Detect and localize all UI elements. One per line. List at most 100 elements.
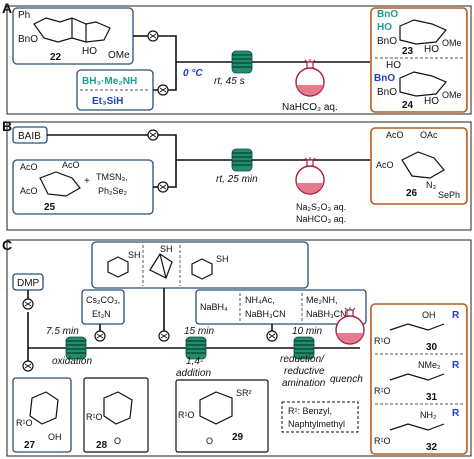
panel-b-frame <box>6 121 472 231</box>
legend-box <box>281 401 359 433</box>
sh-1: SH <box>128 250 141 260</box>
pump-b1 <box>147 129 159 141</box>
quench-b2: NaHCO₃ aq. <box>296 214 346 224</box>
pump-c1 <box>22 298 34 310</box>
ph2se2: Ph₂Se₂ <box>98 186 128 196</box>
aco-25a: AcO <box>20 162 38 172</box>
oh-27: OH <box>48 432 62 442</box>
r1o-32: R¹O <box>374 436 391 446</box>
molecule-25 <box>39 171 81 197</box>
bno-label: BnO <box>18 34 38 45</box>
ome-label: OMe <box>108 50 130 61</box>
bno-23a: BnO <box>377 9 398 20</box>
base-cs2co3: Cs₂CO₃, <box>86 295 120 305</box>
panel-a-frame <box>6 5 472 115</box>
red-nh4ac: NH₄Ac, <box>245 295 275 305</box>
reactor-coil-a <box>231 50 253 74</box>
quench-b1: Na₂S₂O₃ aq. <box>296 202 346 212</box>
n3-26: N₃ <box>426 180 436 190</box>
plus-sign: + <box>84 176 90 187</box>
thiol-adamantane <box>149 253 173 279</box>
legend-1: R¹: Benzyl, <box>288 406 332 416</box>
reactor-coil-b <box>231 148 253 172</box>
bno-24b: BnO <box>377 87 397 98</box>
quench-a: NaHCO₃ aq. <box>282 102 338 113</box>
compound-28-label: 28 <box>96 440 108 451</box>
ome-23: OMe <box>442 38 462 48</box>
panel-b: B BAIB AcO AcO AcO 25 + TMSN₃, Ph₂Se₂ rt… <box>2 118 472 231</box>
compound-31-label: 31 <box>426 392 438 403</box>
ho-23b: HO <box>424 44 439 55</box>
thiol-box <box>91 241 309 289</box>
bno-24a: BnO <box>374 73 395 84</box>
compound-24-label: 24 <box>402 100 414 111</box>
legend-2: Naphtylmethyl <box>288 419 345 429</box>
compound-25-label: 25 <box>44 202 56 213</box>
sh-2: SH <box>160 244 173 254</box>
aco-26b: AcO <box>376 160 394 170</box>
conditions-b: rt, 25 min <box>216 174 258 185</box>
pump-c0 <box>22 360 34 372</box>
red-nabh3cn-1: NaBH₃CN <box>245 309 286 319</box>
r1o-30: R¹O <box>374 336 391 346</box>
pump-c3 <box>158 330 170 342</box>
ho-label: HO <box>82 46 97 57</box>
panel-a: A Ph BnO HO OMe 22 BH₃·Me₂NH Et₃SiH 0 °C… <box>2 0 472 115</box>
molecule-28 <box>103 391 133 425</box>
sr2-29: SR² <box>236 388 252 398</box>
r-32: R <box>452 408 460 419</box>
pump-c4 <box>266 330 278 342</box>
o-28: O <box>114 436 121 446</box>
oh-30: OH <box>422 310 436 320</box>
r1o-31: R¹O <box>374 386 391 396</box>
pump-b2 <box>157 181 169 193</box>
thiol-ring-1 <box>107 256 129 278</box>
molecule-24 <box>399 71 447 97</box>
r1o-29: R¹O <box>178 410 195 420</box>
molecule-31 <box>389 373 445 381</box>
reagent-et3sih: Et₃SiH <box>92 96 123 107</box>
step3-label-2: reductive <box>284 366 325 377</box>
base-et3n: Et₃N <box>92 309 111 319</box>
oac-26: OAc <box>420 130 438 140</box>
compound-22-label: 22 <box>50 52 62 63</box>
ph-label: Ph <box>18 10 30 21</box>
pump-a2 <box>157 84 169 96</box>
panel-c: C SH SH SH DMP Cs₂CO₃, Et₃N NaBH₄ NH₄Ac,… <box>2 237 472 457</box>
molecule-29 <box>199 391 233 425</box>
pump-c2 <box>94 330 106 342</box>
aco-26a: AcO <box>386 130 404 140</box>
bno-23b: BnO <box>377 36 397 47</box>
molecule-26 <box>401 151 445 179</box>
nme2-31: NMe₂ <box>418 360 441 370</box>
tmsn3: TMSN₃, <box>96 172 128 182</box>
thiol-ring-3 <box>191 258 213 280</box>
ho-24: HO <box>386 60 401 71</box>
panel-c-frame <box>6 239 472 457</box>
reagent-bh3: BH₃·Me₂NH <box>82 76 137 87</box>
quench-c: quench <box>330 374 363 385</box>
r-31: R <box>452 360 460 371</box>
r1o-27: R¹O <box>16 418 33 428</box>
o-29: O <box>206 436 213 446</box>
molecule-23 <box>399 19 447 45</box>
molecule-27 <box>29 391 59 425</box>
step2-label-2: addition <box>176 368 211 379</box>
compound-30-label: 30 <box>426 342 438 353</box>
step2-time: 15 min <box>184 326 214 337</box>
reductant-box <box>195 289 367 325</box>
aco-25b: AcO <box>62 160 80 170</box>
compound-26-label: 26 <box>406 188 418 199</box>
step3-time: 10 min <box>292 326 322 337</box>
red-nabh4: NaBH₄ <box>200 302 228 312</box>
quench-flask-b <box>295 156 325 195</box>
r-30: R <box>452 310 460 321</box>
product-box-b <box>370 127 468 205</box>
seph-26: SePh <box>438 190 460 200</box>
red-nabh3cn-2: NaBH₃CN <box>306 309 347 319</box>
reagent-baib: BAIB <box>18 131 41 142</box>
aco-25c: AcO <box>20 186 38 196</box>
compound-23-label: 23 <box>402 46 414 57</box>
intermediate-box-29 <box>175 379 269 453</box>
